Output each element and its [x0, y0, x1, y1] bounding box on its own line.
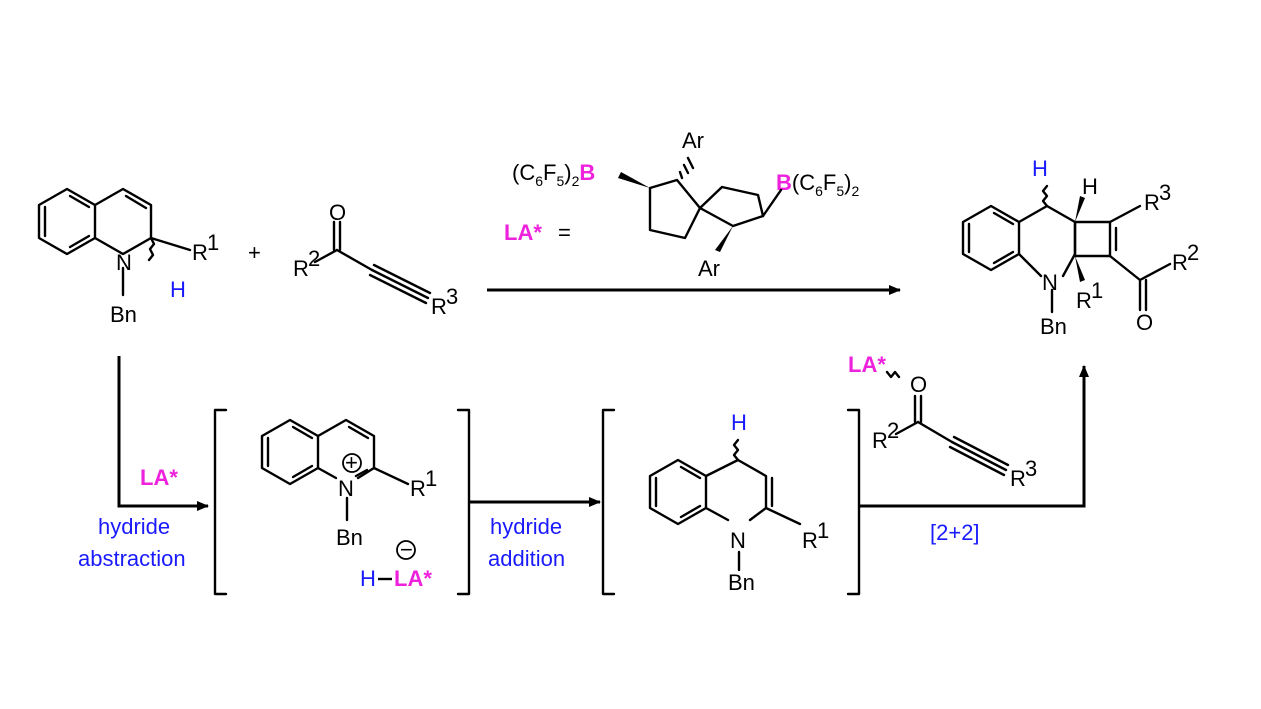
product-r1-sup: 1: [1091, 278, 1103, 303]
dihydro-r1: R: [802, 528, 818, 553]
step-addition-1: hydride: [490, 514, 562, 539]
dihydroquinoline-start: N Bn R 1 H: [37, 187, 219, 327]
la-equals: LA*: [504, 220, 542, 245]
ynone-o: O: [329, 200, 346, 225]
dihydro-r1-sup: 1: [817, 518, 829, 543]
activated-r3: R: [1010, 466, 1026, 491]
dihydro-n: N: [730, 528, 746, 553]
bracket-left-1: [213, 408, 228, 596]
equals-sign: =: [558, 220, 571, 245]
hydride-h: H: [360, 566, 376, 591]
step-cycloaddition: [2+2]: [930, 520, 980, 545]
label-r1-sup: 1: [207, 230, 219, 255]
dihydro-h-blue: H: [731, 410, 747, 435]
quinolinium-r1: R: [410, 476, 426, 501]
product-r1: R: [1076, 288, 1092, 313]
bracket-right-1: [456, 408, 471, 596]
step-addition-2: addition: [488, 546, 565, 571]
product-r2-sup: 2: [1187, 240, 1199, 265]
product-cyclobutene: H H R 3 R 2 O N R 1 Bn: [961, 156, 1199, 339]
product-r3: R: [1144, 190, 1160, 215]
dihydro-bn: Bn: [728, 570, 755, 595]
anion-sign: −: [400, 537, 413, 562]
quinolinium-bn: Bn: [336, 525, 363, 550]
arrow-down-to-abstraction: [117, 356, 209, 511]
ynone-reagent: O R 2 R 3: [293, 200, 458, 319]
plus-sign: +: [248, 240, 261, 265]
ynone-r3-sup: 3: [446, 284, 458, 309]
product-h-blue: H: [1032, 156, 1048, 181]
la-ynone: LA*: [848, 352, 886, 377]
quinolinium-intermediate: + N R 1 Bn − H LA*: [260, 418, 437, 591]
product-bn: Bn: [1040, 314, 1067, 339]
cation-sign: +: [345, 450, 358, 475]
product-r2: R: [1172, 250, 1188, 275]
label-r1: R: [192, 240, 208, 265]
c6f5-right: B(C6F5)2: [776, 170, 859, 199]
product-n: N: [1042, 270, 1058, 295]
quinolinium-r1-sup: 1: [425, 466, 437, 491]
c6f5-left: (C6F5)2B: [512, 160, 595, 189]
product-r3-sup: 3: [1159, 180, 1171, 205]
activated-r2-sup: 2: [887, 418, 899, 443]
label-h-blue: H: [170, 277, 186, 302]
bracket-left-2: [601, 408, 616, 596]
quinolinium-n: N: [338, 476, 354, 501]
product-o: O: [1136, 310, 1153, 335]
label-bn: Bn: [110, 302, 137, 327]
activated-r2: R: [872, 428, 888, 453]
bracket-right-2: [846, 408, 861, 596]
hydride-la: LA*: [394, 566, 432, 591]
activated-ynone: LA* O R 2 R 3: [848, 352, 1037, 491]
step-abstraction-2: abstraction: [78, 546, 186, 571]
ynone-r2: R: [293, 256, 309, 281]
label-n: N: [116, 250, 132, 275]
la-catalyst-left: LA*: [140, 465, 178, 490]
activated-r3-sup: 3: [1025, 456, 1037, 481]
ar-bottom: Ar: [698, 256, 720, 281]
arrow-cycloaddition-up: [860, 365, 1089, 508]
activated-o: O: [910, 372, 927, 397]
step-abstraction-1: hydride: [98, 514, 170, 539]
dihydroquinoline-14: H N R 1 Bn: [648, 410, 829, 595]
ynone-r3: R: [431, 294, 447, 319]
product-h: H: [1082, 174, 1098, 199]
ar-top: Ar: [682, 128, 704, 153]
ynone-r2-sup: 2: [308, 246, 320, 271]
catalyst-definition: LA* = (C6F5)2B B(C6F5)2 Ar Ar: [504, 128, 859, 281]
